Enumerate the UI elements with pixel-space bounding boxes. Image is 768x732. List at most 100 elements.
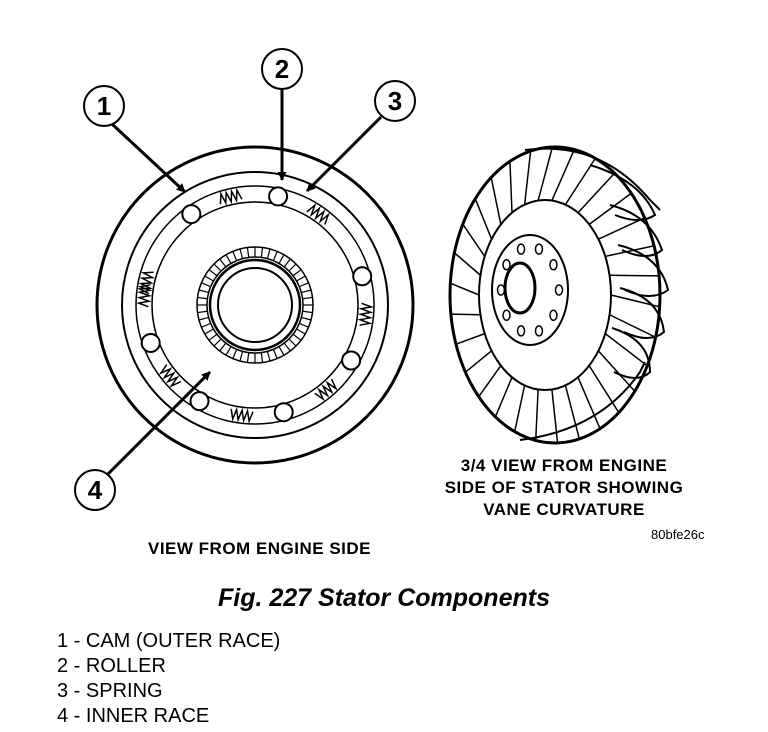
bolt-hole (502, 258, 511, 271)
bolt-hole (516, 325, 526, 337)
outer-housing (95, 145, 415, 465)
roller (352, 266, 373, 287)
spline-tooth (213, 263, 222, 272)
spline-tooth (246, 352, 250, 363)
bolt-hole (534, 243, 544, 255)
vane (605, 245, 655, 258)
spline-tooth (292, 269, 302, 277)
springs (135, 187, 375, 424)
vane (490, 177, 502, 225)
legend: 1 - CAM (OUTER RACE) 2 - ROLLER 3 - SPRI… (57, 629, 280, 729)
roller-track-inner (151, 201, 359, 409)
vane (478, 365, 502, 398)
spline-tooth (266, 351, 271, 362)
bolt-hole (534, 325, 544, 337)
shroud-bottom (519, 361, 646, 441)
hub-bore-inner (217, 267, 293, 343)
roller (273, 402, 294, 423)
spline-tooth (299, 282, 309, 288)
stator-diagram: 1 2 3 4 (74, 48, 670, 511)
vane (588, 365, 620, 413)
spring (306, 202, 330, 225)
spline-tooth (232, 349, 238, 359)
vane (509, 161, 513, 213)
roller (341, 350, 362, 371)
spline-tooth (201, 282, 211, 288)
roller (181, 204, 202, 225)
spline-tooth (296, 275, 306, 282)
spline-tooth (272, 349, 278, 359)
hub-bolts (496, 243, 564, 337)
bolt-hole (549, 309, 558, 322)
vane (588, 192, 632, 226)
callout-2: 2 (261, 48, 303, 181)
spline-tooth (204, 275, 214, 282)
roller (140, 332, 161, 353)
bolt-hole (496, 284, 506, 296)
spline-tooth (201, 322, 211, 328)
vane (604, 333, 648, 367)
spring (137, 271, 156, 295)
inner-race-spline-inner (206, 256, 304, 354)
vane (494, 376, 513, 418)
spline-tooth (232, 251, 238, 261)
legend-item: 4 - INNER RACE (57, 705, 210, 727)
roller-track-outer (135, 185, 375, 425)
vane (609, 314, 656, 338)
vane (577, 172, 616, 214)
hub-flange (491, 234, 569, 346)
hub-bore-outer (208, 258, 302, 352)
spline-tooth (198, 289, 209, 294)
vane (564, 385, 581, 440)
svg-text:2: 2 (275, 54, 289, 84)
legend-item: 3 - SPRING (57, 680, 163, 702)
spline-tooth (301, 289, 312, 294)
image-code: 80bfe26c (651, 527, 705, 542)
spline-tooth (246, 247, 250, 258)
vane (551, 149, 575, 201)
spline-tooth (272, 251, 278, 261)
vane (534, 389, 539, 441)
spline-tooth (197, 296, 208, 300)
spring (230, 406, 254, 424)
spline-tooth (283, 258, 291, 268)
stator-three-quarter-view (448, 145, 670, 445)
vane (609, 274, 660, 277)
spline-tooth (225, 346, 232, 356)
spline-tooth (292, 333, 302, 341)
spring (219, 187, 243, 206)
spline-tooth (260, 247, 264, 258)
spline-tooth (260, 352, 264, 363)
legend-item: 2 - ROLLER (57, 655, 166, 677)
vane (450, 282, 480, 296)
right-caption-line: SIDE OF STATOR SHOWING (444, 478, 684, 497)
vane (597, 350, 636, 392)
roller (268, 186, 289, 207)
right-view-caption: 3/4 VIEW FROM ENGINE SIDE OF STATOR SHOW… (400, 455, 728, 521)
rollers (140, 186, 373, 423)
spline-tooth (219, 342, 227, 352)
right-caption-line: VANE CURVATURE (483, 500, 645, 519)
spline-tooth (239, 351, 244, 362)
spring (357, 302, 375, 326)
vane (551, 389, 559, 444)
vane (513, 385, 526, 432)
spline-tooth (204, 328, 214, 335)
spline-tooth (278, 346, 285, 356)
spring (158, 364, 182, 388)
spline-tooth (299, 322, 309, 328)
bolt-hole (549, 258, 558, 271)
inner-race-spline (197, 247, 313, 363)
svg-text:3: 3 (388, 86, 402, 116)
hub-bore (503, 261, 537, 315)
left-view-caption: VIEW FROM ENGINE SIDE (148, 539, 372, 558)
vane-tips (589, 164, 670, 379)
cam-outer-race (121, 171, 389, 439)
svg-text:1: 1 (97, 91, 111, 121)
roller (189, 391, 210, 412)
callout-3: 3 (305, 80, 416, 193)
vane (474, 198, 493, 240)
vane (453, 252, 481, 276)
shroud-top (524, 147, 661, 211)
vane (450, 313, 481, 316)
